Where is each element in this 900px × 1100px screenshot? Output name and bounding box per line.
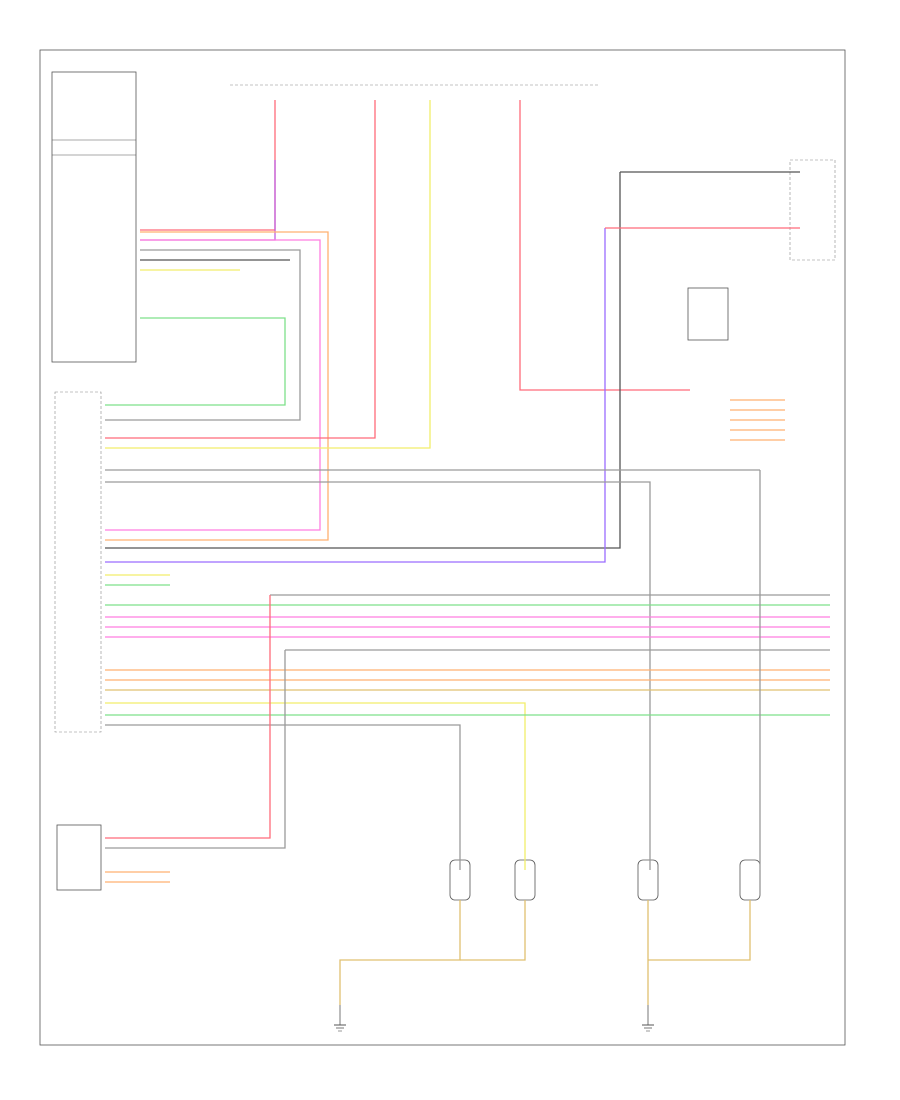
wire-red-31	[105, 595, 271, 839]
wire-tan-36	[460, 900, 526, 961]
wire-yellow-9	[105, 100, 431, 449]
wire-magenta-1	[140, 160, 276, 241]
wire-red-10	[519, 100, 690, 391]
diagram-frame	[39, 49, 846, 1046]
wire-yellow-28	[105, 702, 526, 870]
wires	[105, 100, 830, 1005]
wire-red-0	[140, 100, 276, 231]
wire-red-8	[105, 100, 376, 439]
ground-left-icon	[334, 1005, 346, 1032]
wire-gray-32	[105, 650, 286, 849]
right-rear-lamp	[739, 859, 761, 901]
comfort-module-box	[789, 159, 836, 261]
lower-module-box	[56, 824, 102, 891]
wire-tan-38	[648, 900, 751, 961]
instrument-cluster-box	[54, 391, 102, 733]
wire-gray-16	[105, 481, 651, 870]
wire-orange-3	[105, 231, 329, 541]
wire-dark-11	[105, 172, 621, 549]
wire-tan-35	[339, 900, 461, 1005]
ground-right-icon	[642, 1005, 654, 1032]
wire-gray-4	[105, 249, 301, 421]
light-switch-box	[51, 71, 137, 363]
right-front-lamp	[637, 859, 659, 901]
wire-pink-2	[105, 239, 321, 531]
wire-gray-30	[105, 724, 461, 870]
wire-green-7	[105, 317, 286, 406]
wire-purple-12	[105, 228, 606, 563]
turn-signal-module-box	[687, 287, 729, 341]
